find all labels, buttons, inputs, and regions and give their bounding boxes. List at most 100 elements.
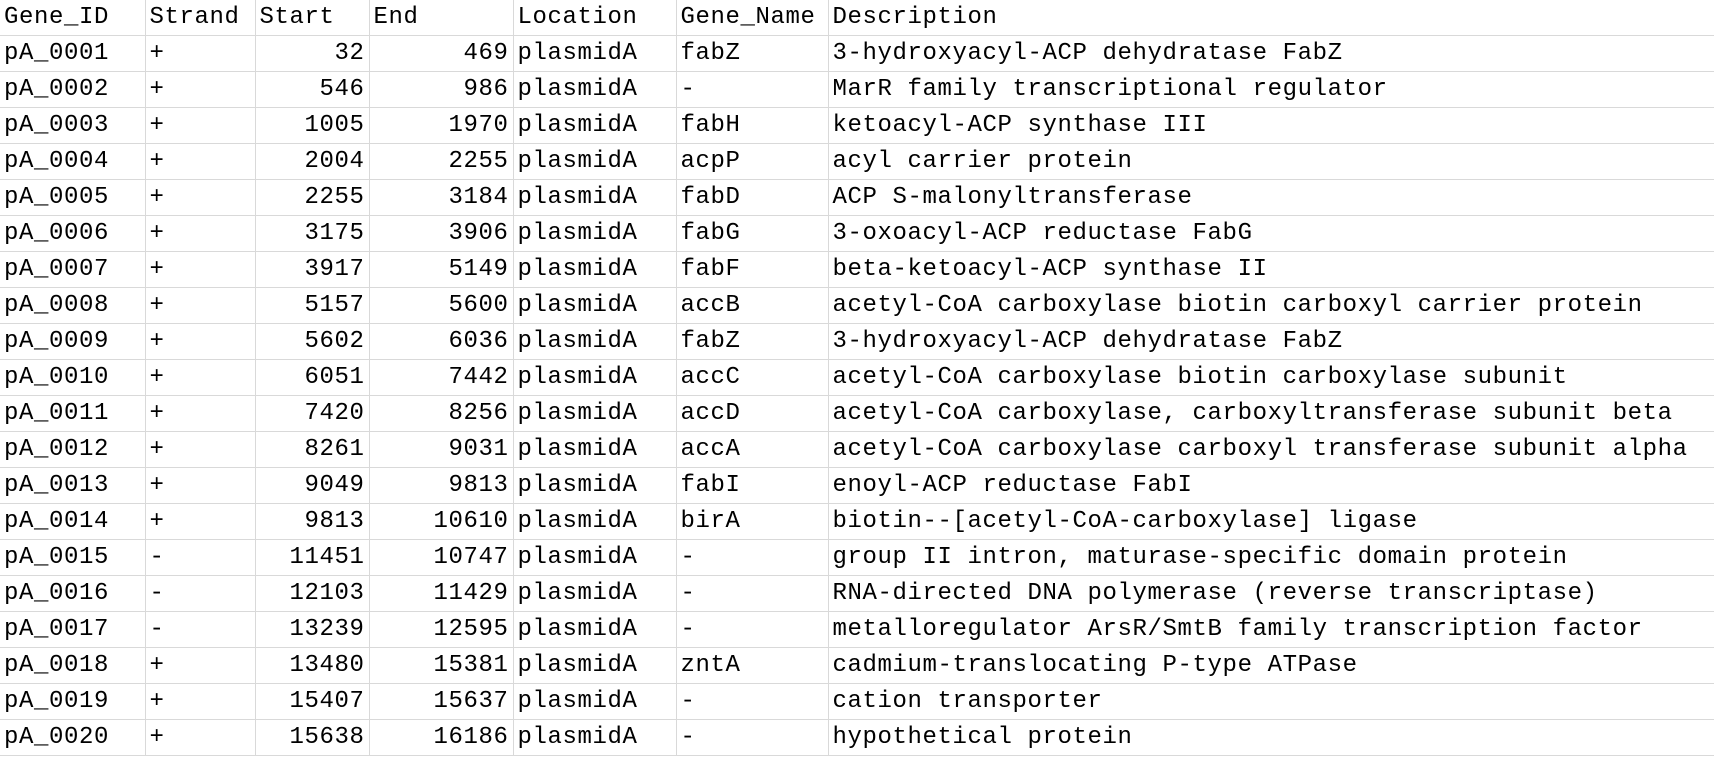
- cell-start[interactable]: 15638: [254, 719, 370, 756]
- cell-strand[interactable]: +: [144, 647, 256, 684]
- header-cell-location[interactable]: Location: [512, 0, 677, 36]
- cell-location[interactable]: plasmidA: [512, 611, 677, 648]
- cell-start[interactable]: 3175: [254, 215, 370, 252]
- cell-start[interactable]: 6051: [254, 359, 370, 396]
- cell-gene-name[interactable]: accB: [675, 287, 829, 324]
- cell-description[interactable]: acetyl-CoA carboxylase, carboxyltransfer…: [827, 395, 1714, 432]
- cell-location[interactable]: plasmidA: [512, 719, 677, 756]
- cell-end[interactable]: 986: [368, 71, 514, 108]
- cell-strand[interactable]: +: [144, 179, 256, 216]
- cell-description[interactable]: acyl carrier protein: [827, 143, 1714, 180]
- cell-location[interactable]: plasmidA: [512, 251, 677, 288]
- cell-end[interactable]: 7442: [368, 359, 514, 396]
- cell-start[interactable]: 13480: [254, 647, 370, 684]
- cell-start[interactable]: 3917: [254, 251, 370, 288]
- header-cell-end[interactable]: End: [368, 0, 514, 36]
- cell-gene-name[interactable]: -: [675, 575, 829, 612]
- cell-end[interactable]: 1970: [368, 107, 514, 144]
- cell-strand[interactable]: +: [144, 683, 256, 720]
- cell-description[interactable]: 3-oxoacyl-ACP reductase FabG: [827, 215, 1714, 252]
- cell-gene-name[interactable]: zntA: [675, 647, 829, 684]
- cell-location[interactable]: plasmidA: [512, 215, 677, 252]
- cell-gene-name[interactable]: fabG: [675, 215, 829, 252]
- cell-gene-id[interactable]: pA_0008: [0, 287, 146, 324]
- cell-start[interactable]: 2004: [254, 143, 370, 180]
- cell-gene-name[interactable]: fabZ: [675, 323, 829, 360]
- cell-end[interactable]: 10610: [368, 503, 514, 540]
- cell-strand[interactable]: +: [144, 107, 256, 144]
- cell-end[interactable]: 12595: [368, 611, 514, 648]
- cell-gene-id[interactable]: pA_0020: [0, 719, 146, 756]
- cell-gene-id[interactable]: pA_0017: [0, 611, 146, 648]
- cell-location[interactable]: plasmidA: [512, 143, 677, 180]
- cell-description[interactable]: ACP S-malonyltransferase: [827, 179, 1714, 216]
- cell-gene-name[interactable]: birA: [675, 503, 829, 540]
- cell-end[interactable]: 15637: [368, 683, 514, 720]
- cell-description[interactable]: acetyl-CoA carboxylase biotin carboxyl c…: [827, 287, 1714, 324]
- cell-strand[interactable]: -: [144, 611, 256, 648]
- cell-start[interactable]: 1005: [254, 107, 370, 144]
- cell-gene-id[interactable]: pA_0006: [0, 215, 146, 252]
- cell-location[interactable]: plasmidA: [512, 539, 677, 576]
- cell-start[interactable]: 7420: [254, 395, 370, 432]
- cell-end[interactable]: 11429: [368, 575, 514, 612]
- cell-strand[interactable]: +: [144, 467, 256, 504]
- cell-end[interactable]: 15381: [368, 647, 514, 684]
- cell-gene-name[interactable]: fabH: [675, 107, 829, 144]
- cell-end[interactable]: 5149: [368, 251, 514, 288]
- cell-description[interactable]: RNA-directed DNA polymerase (reverse tra…: [827, 575, 1714, 612]
- cell-end[interactable]: 5600: [368, 287, 514, 324]
- cell-description[interactable]: group II intron, maturase-specific domai…: [827, 539, 1714, 576]
- cell-gene-name[interactable]: fabF: [675, 251, 829, 288]
- cell-gene-name[interactable]: -: [675, 719, 829, 756]
- cell-strand[interactable]: +: [144, 323, 256, 360]
- cell-description[interactable]: metalloregulator ArsR/SmtB family transc…: [827, 611, 1714, 648]
- cell-location[interactable]: plasmidA: [512, 647, 677, 684]
- cell-location[interactable]: plasmidA: [512, 395, 677, 432]
- cell-gene-name[interactable]: fabZ: [675, 35, 829, 72]
- cell-gene-id[interactable]: pA_0007: [0, 251, 146, 288]
- cell-description[interactable]: beta-ketoacyl-ACP synthase II: [827, 251, 1714, 288]
- cell-gene-id[interactable]: pA_0018: [0, 647, 146, 684]
- header-cell-description[interactable]: Description: [827, 0, 1714, 36]
- cell-end[interactable]: 3184: [368, 179, 514, 216]
- cell-gene-id[interactable]: pA_0003: [0, 107, 146, 144]
- cell-gene-name[interactable]: -: [675, 71, 829, 108]
- cell-gene-id[interactable]: pA_0013: [0, 467, 146, 504]
- cell-description[interactable]: cadmium-translocating P-type ATPase: [827, 647, 1714, 684]
- cell-strand[interactable]: +: [144, 251, 256, 288]
- header-cell-strand[interactable]: Strand: [144, 0, 256, 36]
- cell-location[interactable]: plasmidA: [512, 467, 677, 504]
- cell-gene-name[interactable]: -: [675, 683, 829, 720]
- cell-gene-name[interactable]: fabD: [675, 179, 829, 216]
- cell-location[interactable]: plasmidA: [512, 431, 677, 468]
- cell-description[interactable]: 3-hydroxyacyl-ACP dehydratase FabZ: [827, 323, 1714, 360]
- header-cell-start[interactable]: Start: [254, 0, 370, 36]
- cell-start[interactable]: 15407: [254, 683, 370, 720]
- cell-end[interactable]: 469: [368, 35, 514, 72]
- cell-end[interactable]: 10747: [368, 539, 514, 576]
- cell-location[interactable]: plasmidA: [512, 575, 677, 612]
- cell-end[interactable]: 9813: [368, 467, 514, 504]
- cell-start[interactable]: 32: [254, 35, 370, 72]
- cell-strand[interactable]: +: [144, 35, 256, 72]
- cell-description[interactable]: acetyl-CoA carboxylase carboxyl transfer…: [827, 431, 1714, 468]
- cell-start[interactable]: 546: [254, 71, 370, 108]
- cell-start[interactable]: 13239: [254, 611, 370, 648]
- cell-gene-id[interactable]: pA_0004: [0, 143, 146, 180]
- cell-location[interactable]: plasmidA: [512, 287, 677, 324]
- cell-description[interactable]: biotin--[acetyl-CoA-carboxylase] ligase: [827, 503, 1714, 540]
- cell-strand[interactable]: +: [144, 359, 256, 396]
- cell-strand[interactable]: -: [144, 539, 256, 576]
- cell-gene-id[interactable]: pA_0009: [0, 323, 146, 360]
- cell-gene-id[interactable]: pA_0012: [0, 431, 146, 468]
- cell-description[interactable]: hypothetical protein: [827, 719, 1714, 756]
- cell-description[interactable]: cation transporter: [827, 683, 1714, 720]
- cell-location[interactable]: plasmidA: [512, 683, 677, 720]
- cell-end[interactable]: 2255: [368, 143, 514, 180]
- cell-location[interactable]: plasmidA: [512, 35, 677, 72]
- cell-start[interactable]: 5157: [254, 287, 370, 324]
- cell-gene-name[interactable]: -: [675, 611, 829, 648]
- cell-description[interactable]: MarR family transcriptional regulator: [827, 71, 1714, 108]
- header-cell-gene-id[interactable]: Gene_ID: [0, 0, 146, 36]
